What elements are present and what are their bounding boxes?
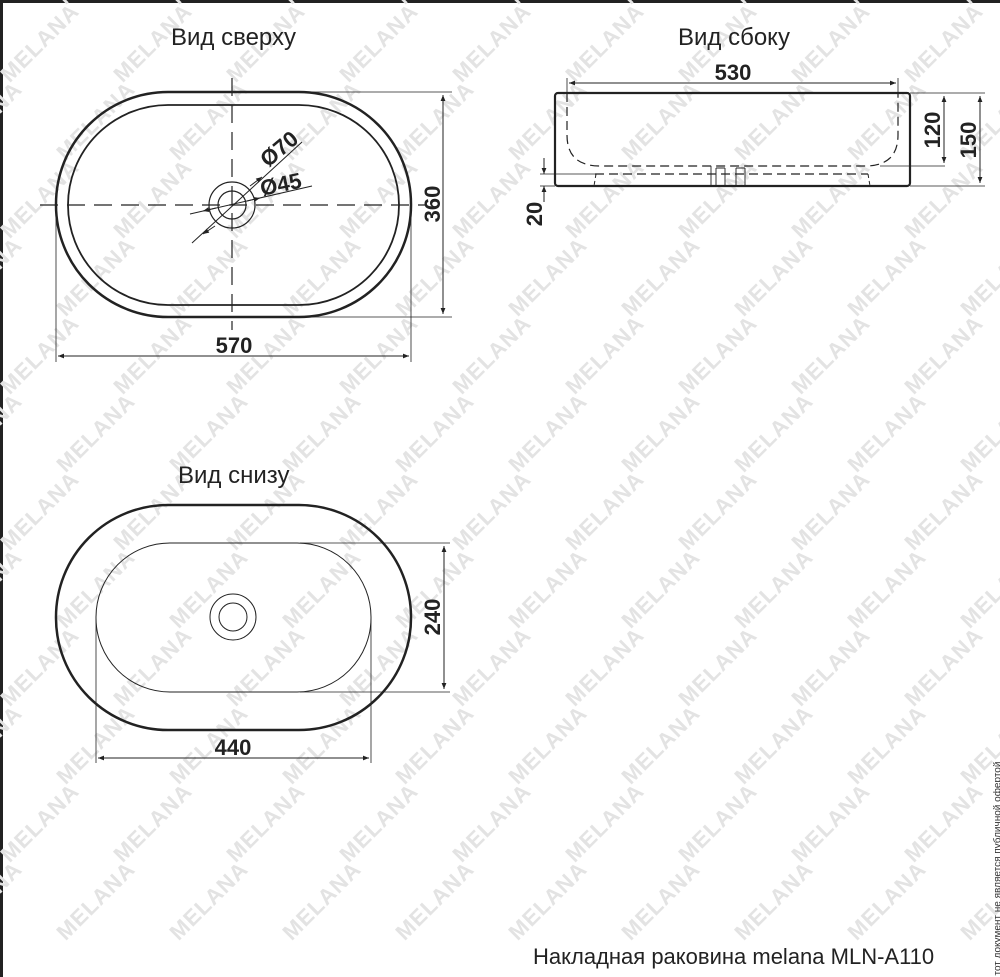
bottom-drain-outer	[209, 593, 257, 641]
product-caption: Накладная раковина melana MLN-A110	[533, 944, 935, 969]
bottom-view: 240 440	[54, 503, 450, 763]
side-view: 530 120 150 20	[522, 60, 985, 226]
dim-base-length-440: 440	[215, 735, 252, 760]
hidden-bowl-line	[566, 93, 899, 167]
dim-drain-45: Ø45	[258, 168, 304, 201]
side-profile	[553, 91, 912, 188]
dim-drain-70: Ø70	[255, 126, 303, 172]
dim-depth-120: 120	[920, 112, 945, 149]
top-view-title: Вид сверху	[171, 24, 296, 51]
bottom-drain-inner	[218, 602, 248, 632]
dim-base-width-240: 240	[420, 599, 445, 636]
bottom-base-foot	[95, 542, 372, 693]
dim-length-530: 530	[715, 60, 752, 85]
dim-width-360: 360	[420, 186, 445, 223]
dim-length-570: 570	[216, 333, 253, 358]
bottom-view-title: Вид снизу	[178, 462, 290, 489]
dia70-leader	[191, 141, 303, 244]
bottom-outer-rim	[54, 503, 413, 732]
drain-outer-circle	[208, 181, 256, 229]
top-view: Ø70 Ø45 360 570	[40, 78, 452, 362]
disclaimer-text: тот документ не является публичной оферт…	[992, 761, 1000, 976]
side-view-title: Вид сбоку	[678, 24, 790, 51]
dim-height-150: 150	[956, 122, 981, 159]
dim-base-20: 20	[522, 202, 547, 226]
drain-inner-circle	[217, 190, 247, 220]
